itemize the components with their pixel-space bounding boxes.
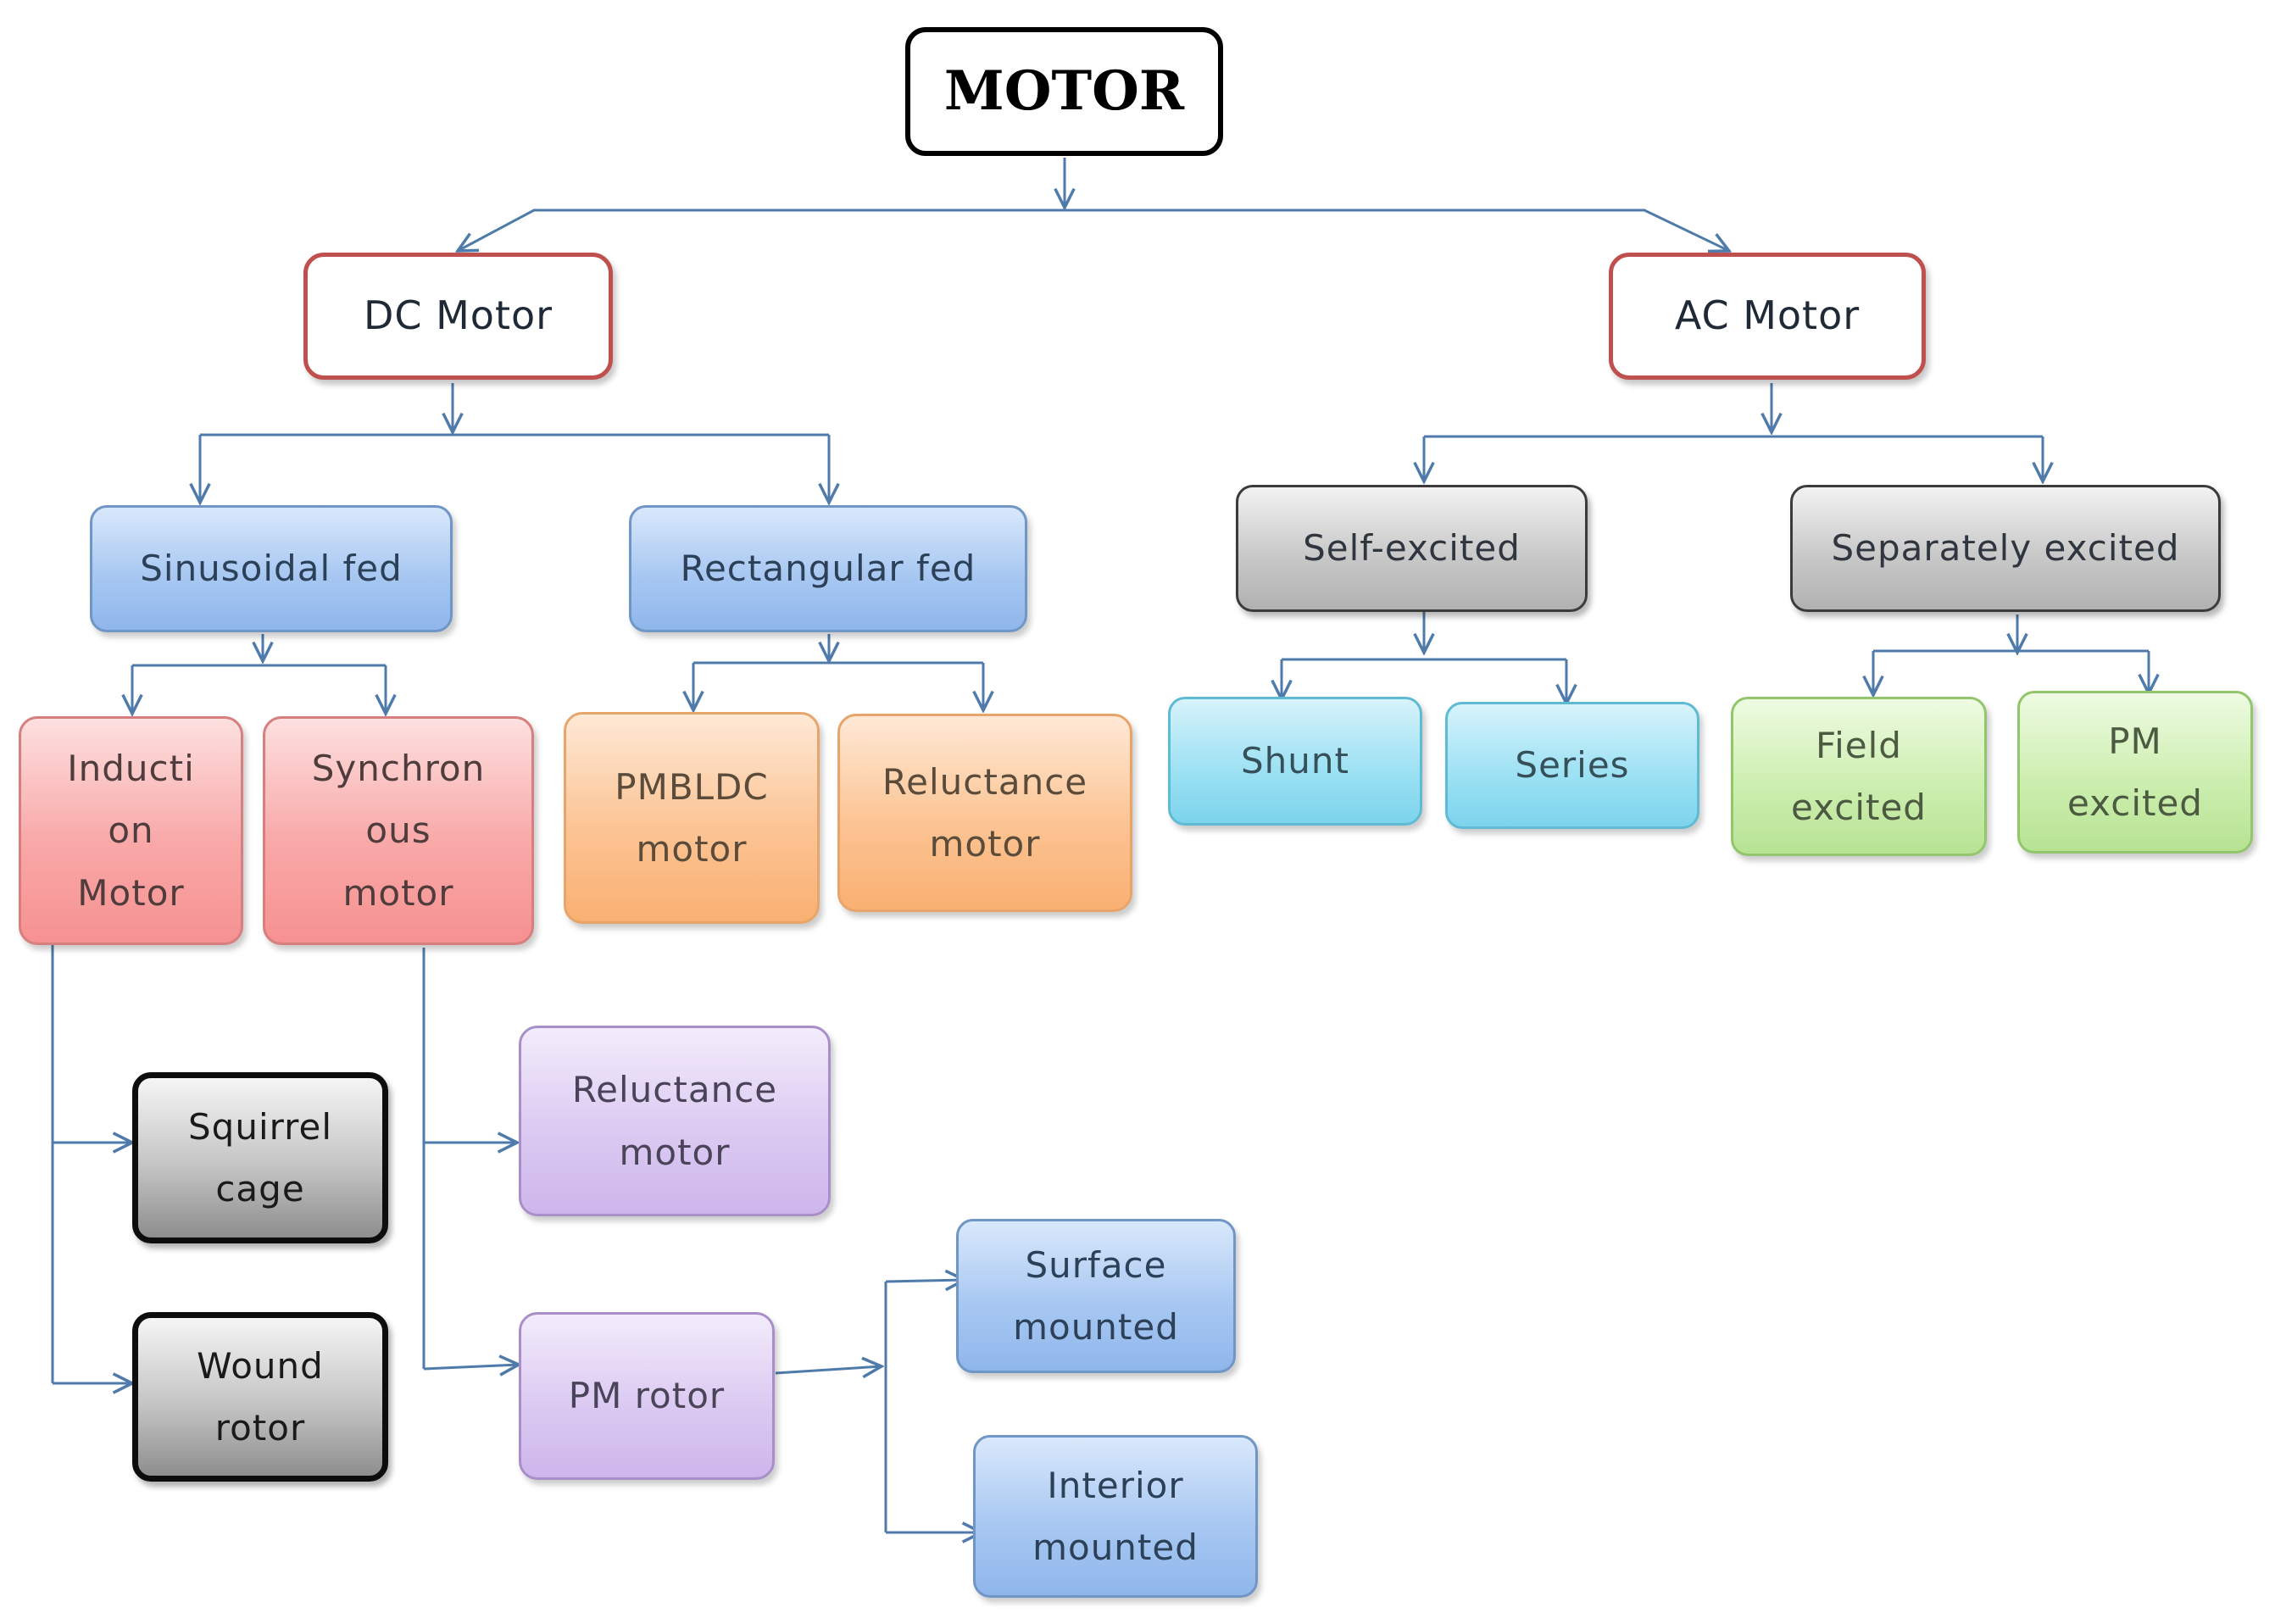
rectangular-fed-label: Rectangular fed (680, 548, 976, 590)
pm-excited-node: PM excited (2017, 691, 2253, 854)
squirrel-cage-label: Squirrel cage (188, 1105, 332, 1210)
motor-node: MOTOR (905, 27, 1223, 156)
ac-motor-label: AC Motor (1674, 292, 1861, 339)
field-excited-node: Field excited (1731, 697, 1987, 856)
reluctance-motor-dc-label: Reluctance motor (882, 760, 1088, 865)
wound-rotor-label: Wound rotor (197, 1344, 324, 1449)
separately-excited-label: Separately excited (1831, 527, 2180, 570)
pm-excited-label: PM excited (2067, 720, 2203, 825)
surface-mounted-node: Surface mounted (956, 1219, 1236, 1373)
synchronous-motor-node: Synchron ous motor (263, 716, 534, 945)
self-excited-label: Self-excited (1303, 527, 1521, 570)
reluctance-motor-sync-node: Reluctance motor (519, 1026, 831, 1216)
dc-motor-label: DC Motor (363, 292, 553, 339)
sinusoidal-fed-label: Sinusoidal fed (140, 548, 403, 590)
shunt-label: Shunt (1241, 740, 1349, 782)
motor-label: MOTOR (943, 58, 1185, 123)
rectangular-fed-node: Rectangular fed (629, 505, 1027, 632)
pm-rotor-node: PM rotor (519, 1312, 775, 1480)
motor-to-dc (458, 209, 1065, 251)
reluctance-motor-dc-node: Reluctance motor (837, 714, 1132, 912)
squirrel-cage-node: Squirrel cage (132, 1072, 388, 1243)
field-excited-label: Field excited (1791, 724, 1927, 829)
sync-to-pm-rotor (423, 1365, 519, 1369)
sinusoidal-fed-node: Sinusoidal fed (90, 505, 453, 632)
shunt-node: Shunt (1168, 697, 1422, 826)
induction-motor-node: Inducti on Motor (19, 716, 243, 945)
pm-rotor-out (775, 1366, 882, 1373)
series-label: Series (1515, 744, 1630, 787)
self-excited-node: Self-excited (1236, 485, 1588, 612)
induction-motor-label: Inducti on Motor (67, 747, 195, 914)
pm-to-surface (885, 1280, 965, 1282)
ac-motor-node: AC Motor (1609, 253, 1926, 380)
interior-mounted-label: Interior mounted (1032, 1464, 1199, 1569)
surface-mounted-label: Surface mounted (1013, 1243, 1179, 1349)
separately-excited-node: Separately excited (1790, 485, 2221, 612)
wound-rotor-node: Wound rotor (132, 1312, 388, 1482)
series-node: Series (1445, 702, 1699, 829)
motor-to-ac (1065, 209, 1729, 251)
dc-motor-node: DC Motor (303, 253, 613, 380)
interior-mounted-node: Interior mounted (973, 1435, 1258, 1598)
synchronous-motor-label: Synchron ous motor (311, 747, 486, 914)
reluctance-motor-sync-label: Reluctance motor (571, 1069, 778, 1173)
pmbldc-motor-label: PMBLDC motor (615, 765, 769, 870)
pmbldc-motor-node: PMBLDC motor (564, 712, 820, 924)
pm-rotor-label: PM rotor (568, 1375, 726, 1417)
